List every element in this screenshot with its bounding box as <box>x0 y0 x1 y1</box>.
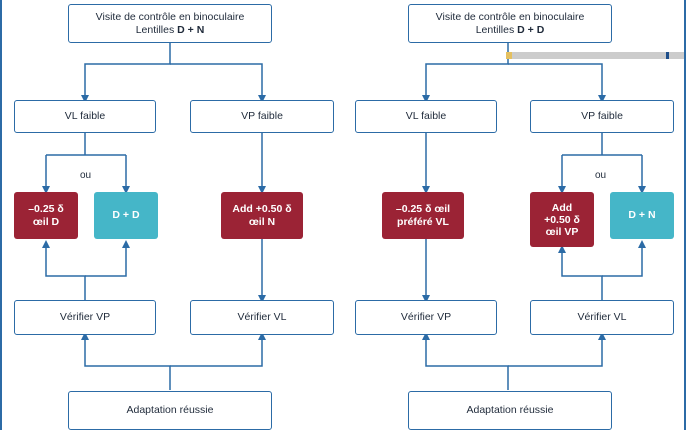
right-vp-faible-box: VP faible <box>530 100 674 133</box>
right-red-b-line2: +0.50 δ <box>544 213 580 226</box>
right-teal-option: D + N <box>610 192 674 239</box>
left-red-a-line2: œil D <box>32 215 60 228</box>
left-red-option-a: –0.25 δ œil D <box>14 192 78 239</box>
right-red-a-line2: préféré VL <box>397 215 449 228</box>
right-verifier-vp-box: Vérifier VP <box>355 300 497 335</box>
right-top-line2: Lentilles D + D <box>476 24 545 37</box>
left-red-b-line2: œil N <box>248 215 276 228</box>
horizontal-scrollbar[interactable] <box>506 52 686 59</box>
scrollbar-thumb[interactable] <box>666 52 669 59</box>
right-red-option-b: Add +0.50 δ œil VP <box>530 192 594 247</box>
right-red-b-line1: Add <box>551 201 573 214</box>
right-red-a-line1: –0.25 δ œil <box>395 202 451 215</box>
right-vl-faible-box: VL faible <box>355 100 497 133</box>
right-verifier-vl-box: Vérifier VL <box>530 300 674 335</box>
left-top-line2: Lentilles D + N <box>136 24 205 37</box>
left-top-line2-prefix: Lentilles <box>135 23 178 36</box>
left-top-box: Visite de contrôle en binoculaire Lentil… <box>68 4 272 43</box>
left-red-a-line1: –0.25 δ <box>28 202 64 215</box>
scrollbar-marker-left <box>506 52 512 59</box>
right-top-line1: Visite de contrôle en binoculaire <box>435 10 585 23</box>
left-vl-faible-box: VL faible <box>14 100 156 133</box>
left-top-lens-type: D + N <box>177 23 205 36</box>
left-adaptation-box: Adaptation réussie <box>68 391 272 430</box>
left-ou-label: ou <box>80 170 92 181</box>
right-top-lens-type: D + D <box>517 23 545 36</box>
right-top-line2-prefix: Lentilles <box>475 23 518 36</box>
left-verifier-vl-box: Vérifier VL <box>190 300 334 335</box>
right-red-b-line3: œil VP <box>545 225 579 238</box>
left-red-b-line1: Add +0.50 δ <box>232 202 292 215</box>
left-red-option-b: Add +0.50 δ œil N <box>221 192 303 239</box>
right-top-box: Visite de contrôle en binoculaire Lentil… <box>408 4 612 43</box>
left-vp-faible-box: VP faible <box>190 100 334 133</box>
right-adaptation-box: Adaptation réussie <box>408 391 612 430</box>
left-top-line1: Visite de contrôle en binoculaire <box>95 10 245 23</box>
right-ou-label: ou <box>595 170 607 181</box>
left-teal-option: D + D <box>94 192 158 239</box>
left-verifier-vp-box: Vérifier VP <box>14 300 156 335</box>
right-red-option-a: –0.25 δ œil préféré VL <box>382 192 464 239</box>
